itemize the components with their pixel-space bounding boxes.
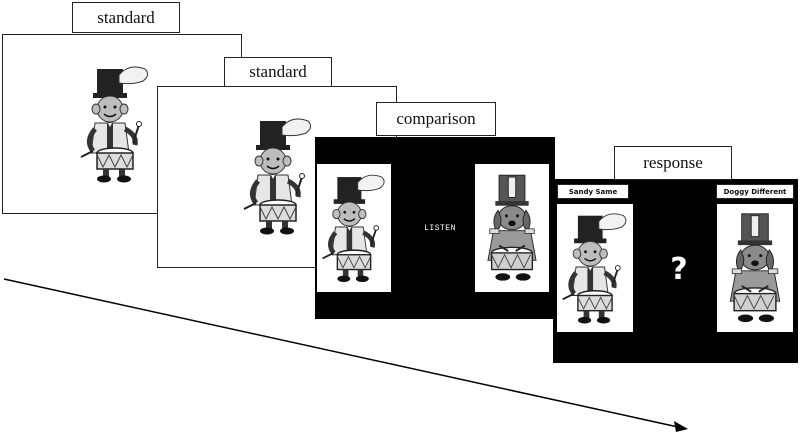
comparison-label: comparison bbox=[376, 102, 496, 136]
comparison-left-panel bbox=[317, 164, 391, 292]
question-mark: ? bbox=[670, 252, 688, 287]
standard-label-1: standard bbox=[72, 2, 180, 33]
comparison-right-panel bbox=[475, 164, 549, 292]
response-left-panel bbox=[557, 204, 633, 332]
response-right-panel bbox=[717, 204, 793, 332]
sandy-same-label: Sandy Same bbox=[557, 184, 629, 199]
listen-text: LISTEN bbox=[424, 224, 456, 233]
standard-label-2: standard bbox=[224, 57, 332, 87]
comparison-frame: LISTEN bbox=[315, 137, 555, 319]
doggy-different-label: Doggy Different bbox=[716, 184, 794, 199]
response-label: response bbox=[614, 146, 732, 180]
response-frame: Sandy Same ? Doggy Different bbox=[553, 179, 798, 363]
